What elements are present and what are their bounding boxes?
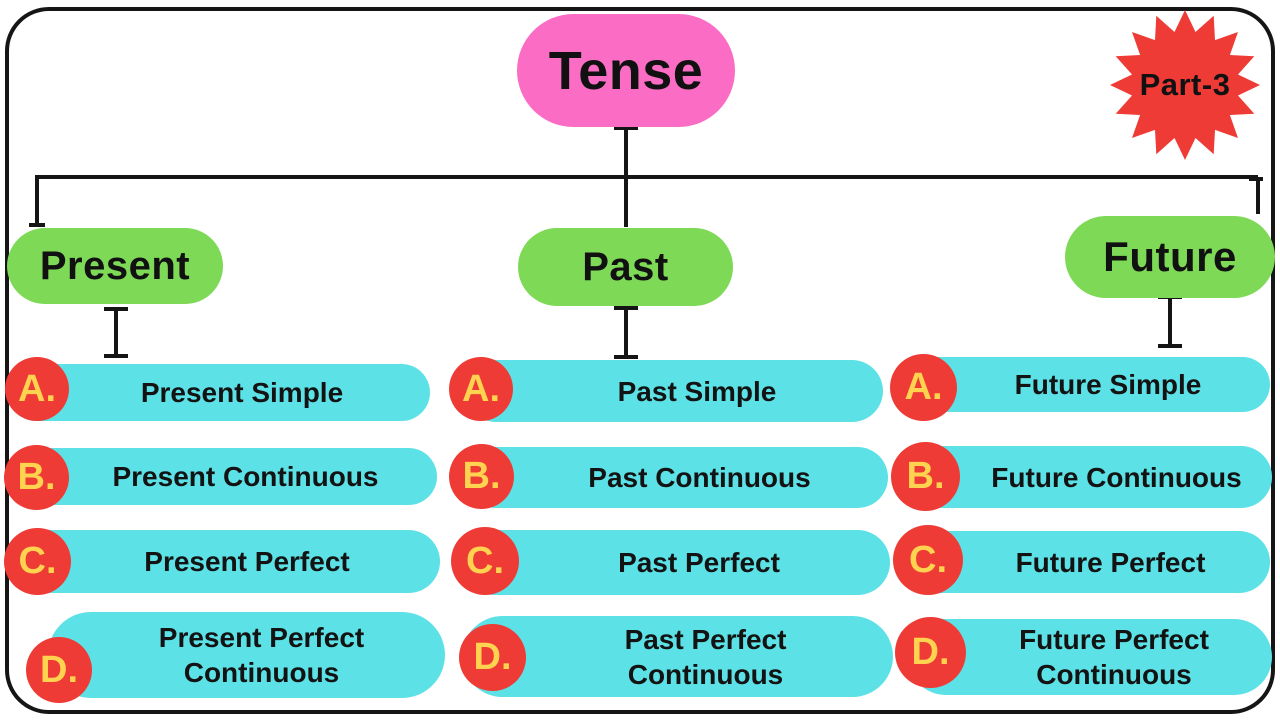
part-badge-star-icon [1110,10,1260,160]
item-letter: B. [906,455,945,497]
item-label: Present Perfect [144,546,350,577]
item-letter: D. [40,648,78,691]
item-letter-circle: C. [4,528,71,595]
branch-node-future: Future [1065,216,1275,298]
item-letter-circle: A. [890,354,957,421]
item-pill-future-perfect: Future Perfect [905,531,1270,593]
item-pill-future-continuous: Future Continuous [903,446,1272,508]
item-pill-present-perfect-continuous: Present Perfect Continuous [48,612,445,698]
item-letter: D. [473,636,512,678]
border-frame [5,7,1275,714]
item-label: Present Simple [140,377,344,408]
item-label: Past Perfect [618,547,780,578]
item-pill-past-simple: Past Simple [465,360,883,422]
branch-node-present: Present [7,228,223,304]
item-letter: C. [909,538,947,581]
branch-label: Present [39,243,191,288]
root-node-tense: Tense [517,14,735,127]
item-label: Past Simple [617,375,777,407]
item-letter-circle: C. [893,525,963,595]
item-letter-circle: B. [891,442,960,511]
item-letter: D. [911,631,950,673]
item-letter: A. [18,367,56,410]
item-pill-past-perfect-continuous: Past Perfect Continuous [462,616,893,697]
item-pill-past-perfect: Past Perfect [462,530,890,595]
item-letter: C. [466,539,504,582]
item-letter-circle: C. [451,527,519,595]
item-label: Present Continuous [112,461,379,492]
item-label: Future Perfect [1015,546,1206,578]
item-pill-future-simple: Future Simple [900,357,1270,412]
item-letter: C. [18,540,57,582]
item-letter-circle: A. [5,357,69,421]
item-letter-circle: D. [26,637,92,703]
item-letter: A. [462,367,500,410]
root-node-label: Tense [548,40,704,101]
branch-label: Past [582,244,669,289]
part-badge-label: Part-3 [1139,67,1231,102]
item-label: Future Continuous [991,461,1242,493]
item-label: Present Perfect Continuous [158,622,365,688]
item-letter-circle: B. [449,444,514,509]
item-letter-circle: D. [459,624,526,691]
item-pill-future-perfect-continuous: Future Perfect Continuous [908,619,1272,695]
branch-label: Future [1103,233,1237,280]
item-letter-circle: D. [895,617,966,688]
item-pill-present-continuous: Present Continuous [8,448,437,505]
item-label: Future Simple [1014,369,1202,400]
item-letter: B. [462,455,501,497]
item-letter-circle: A. [449,357,513,421]
item-letter-circle: B. [4,445,69,510]
item-pill-present-simple: Present Simple [8,364,430,421]
branch-node-past: Past [518,228,733,306]
item-label: Future Perfect Continuous [1019,624,1209,690]
item-label: Past Continuous [588,462,811,493]
item-letter: B. [17,456,56,498]
item-letter: A. [904,366,943,408]
item-label: Past Perfect Continuous [624,623,787,690]
item-pill-past-continuous: Past Continuous [465,447,888,508]
item-pill-present-perfect: Present Perfect [8,530,440,593]
